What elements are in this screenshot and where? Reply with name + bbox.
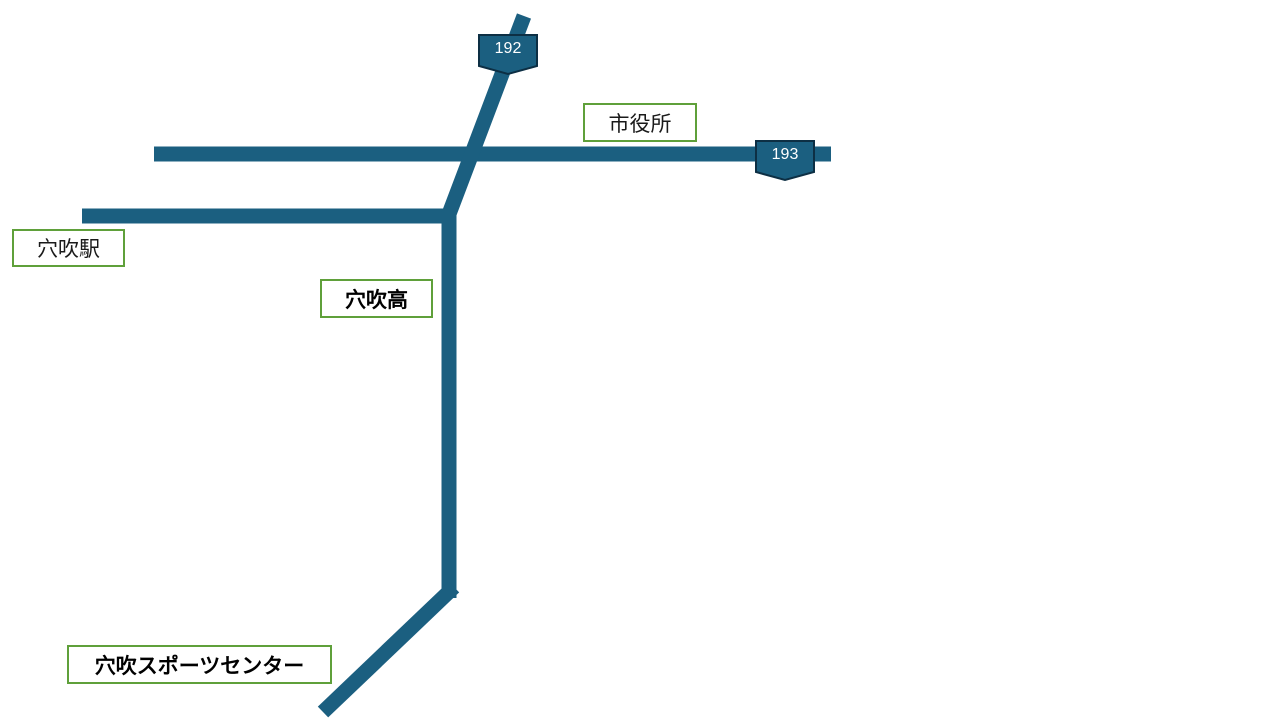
label-station: 穴吹駅 [12,229,125,267]
shield-icon [755,140,815,182]
label-city-hall: 市役所 [583,103,697,142]
route-193-number: 193 [771,146,799,163]
road-route-192 [441,13,532,598]
label-sports-center: 穴吹スポーツセンター [67,645,332,684]
route-193-shield: 193 [755,140,815,182]
route-192-number: 192 [494,40,522,57]
route-192-shield: 192 [478,34,538,76]
label-high-school: 穴吹高 [320,279,433,318]
sports-center-text: 穴吹スポーツセンター [94,653,305,678]
station-text: 穴吹駅 [37,237,100,261]
city-hall-text: 市役所 [608,111,672,136]
shield-icon [478,34,538,76]
road-sports-center [317,581,460,718]
high-school-text: 穴吹高 [345,287,408,312]
